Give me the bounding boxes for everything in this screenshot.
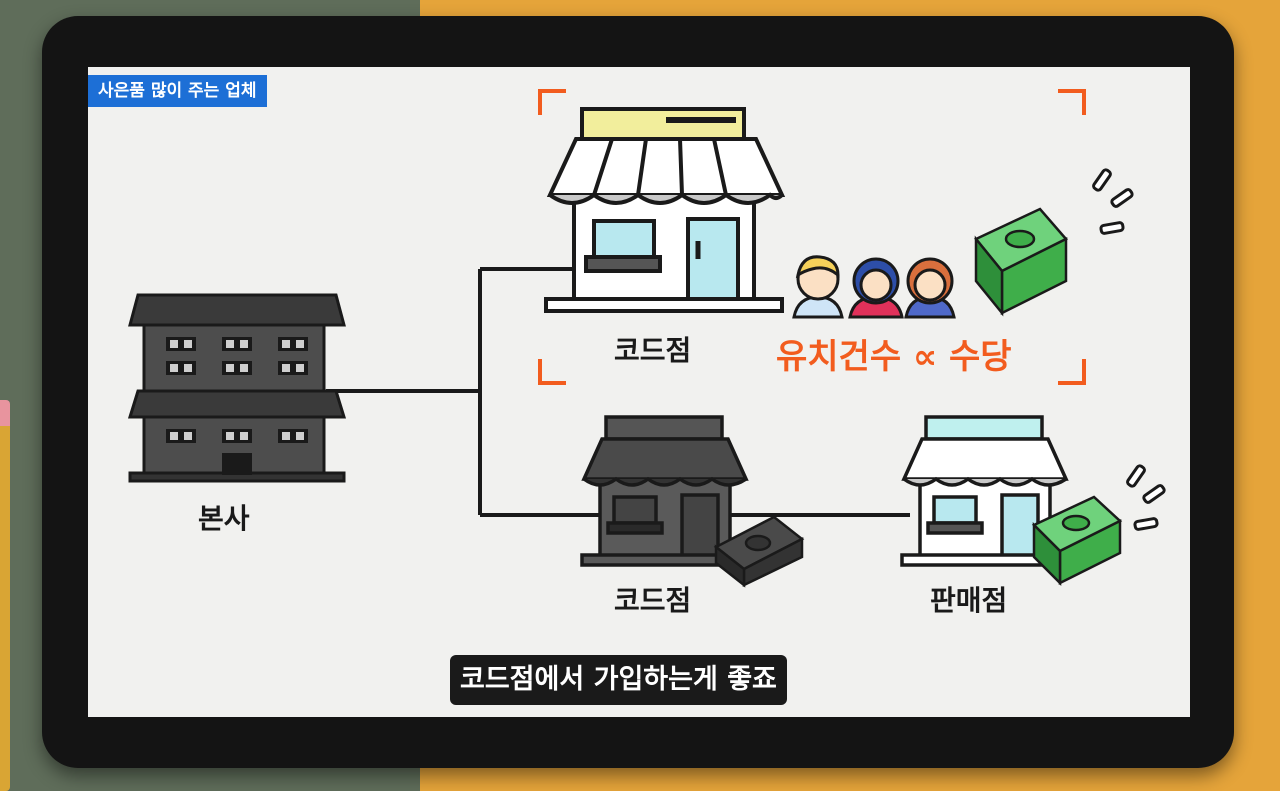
customers-icon [792,255,956,319]
money-stack-top-icon [974,207,1068,317]
tablet-screen: 사은품 많이 주는 업체 [88,67,1190,717]
money-stack-bottom-icon [713,515,805,588]
pencil [0,400,10,791]
headquarters-label: 본사 [198,502,250,535]
code-store-top-icon [544,107,786,313]
subtitle-caption: 코드점에서 가입하는게 좋죠 [450,655,787,705]
retail-store-icon [900,415,1070,567]
formula-text: 유치건수 ∝ 수당 [776,337,1012,377]
retail-store-label: 판매점 [930,584,1008,617]
corner-tag: 사은품 많이 주는 업체 [88,75,267,107]
code-store-top-label: 코드점 [614,334,692,367]
headquarters-building-icon [127,293,347,483]
connection-lines [326,89,1166,531]
code-store-bottom-label: 코드점 [614,584,692,617]
money-stack-retail-icon [1031,495,1123,587]
code-store-bottom-icon [580,415,750,567]
